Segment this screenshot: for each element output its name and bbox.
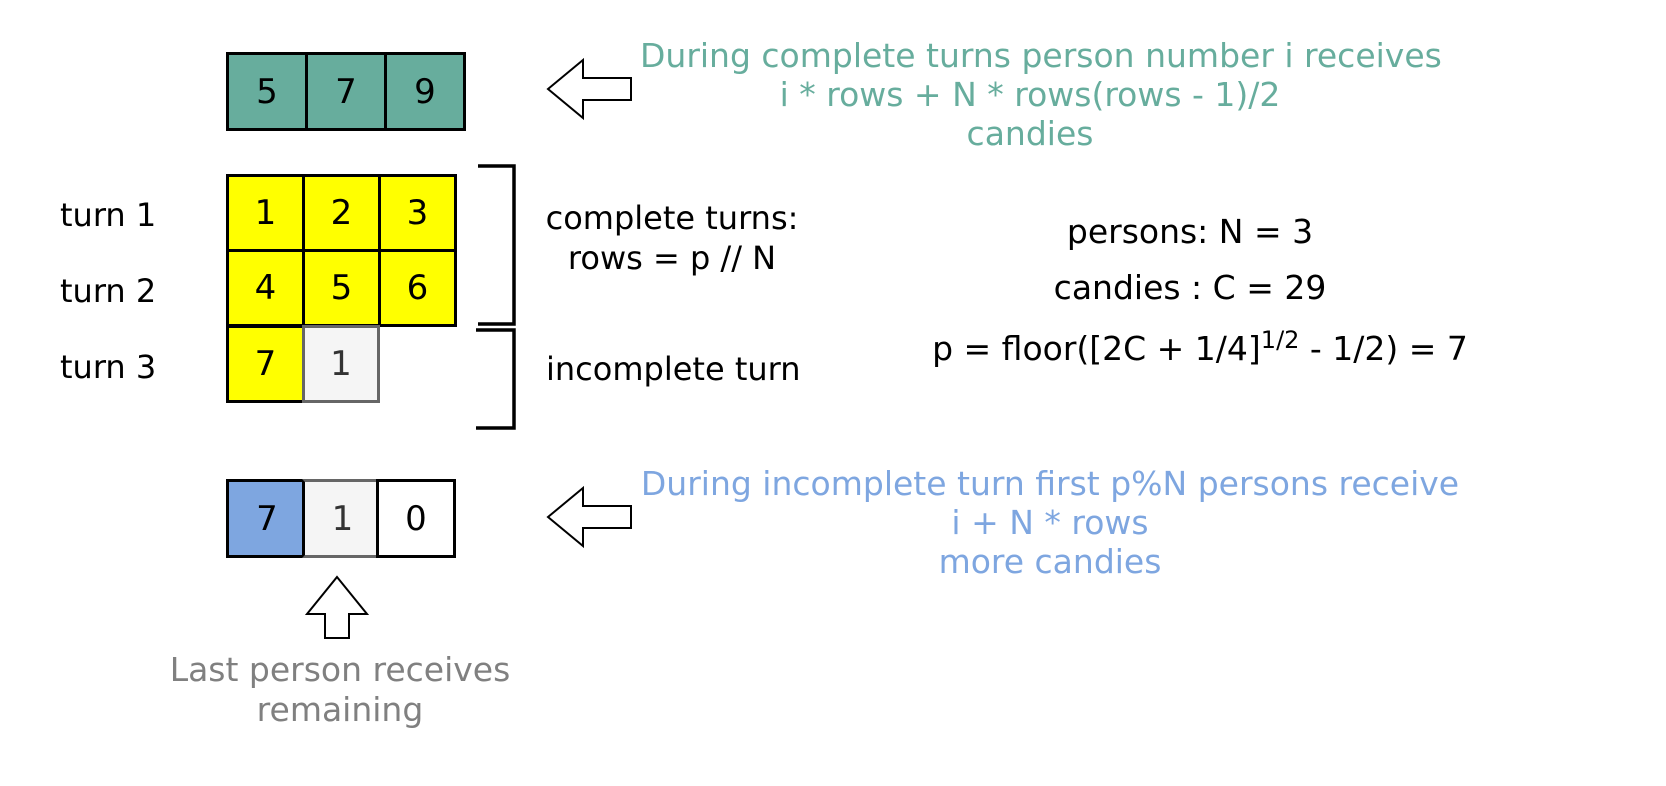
incomplete-note-line: During incomplete turn first p%N persons… <box>640 464 1460 503</box>
complete-totals-row: 5 7 9 <box>226 52 466 131</box>
last-person-line: Last person receives <box>169 650 511 689</box>
turn-label: turn 2 <box>60 272 157 310</box>
incomplete-total-cell: 7 <box>226 479 305 558</box>
candy-cell-remaining: 1 <box>302 325 380 403</box>
candy-cell: 1 <box>229 177 302 249</box>
last-person-note: Last person receives remaining <box>150 650 530 730</box>
p-formula-prefix: p = floor([2C + 1/4] <box>932 329 1261 368</box>
p-formula-suffix: - 1/2) = 7 <box>1299 329 1468 368</box>
candy-cell: 3 <box>381 177 454 249</box>
incomplete-turn-bracket <box>476 328 516 430</box>
candy-cell: 2 <box>305 177 378 249</box>
persons-param: persons: N = 3 <box>1066 212 1314 251</box>
candy-cell: 5 <box>305 252 378 324</box>
p-formula-exponent: 1/2 <box>1260 326 1300 354</box>
incomplete-note-line: more candies <box>938 542 1162 581</box>
complete-turns-label: complete turns: rows = p // N <box>532 198 812 278</box>
incomplete-turn-note: During incomplete turn first p%N persons… <box>640 464 1460 581</box>
turn-label: turn 1 <box>60 196 157 234</box>
candy-grid-complete: 1 2 3 4 5 6 <box>226 174 457 327</box>
complete-turns-line: rows = p // N <box>567 239 777 277</box>
complete-note-line: During complete turns person number i re… <box>640 36 1442 75</box>
incomplete-note-line: i + N * rows <box>951 503 1149 542</box>
complete-note-line: candies <box>966 114 1094 153</box>
up-arrow-icon <box>304 575 370 639</box>
incomplete-total-cell-remaining: 1 <box>302 479 380 558</box>
complete-turns-note: During complete turns person number i re… <box>640 36 1442 153</box>
candies-param: candies : C = 29 <box>1053 268 1327 307</box>
left-arrow-icon <box>546 57 632 121</box>
turn-label: turn 3 <box>60 348 157 386</box>
last-person-line: remaining <box>256 690 424 729</box>
candy-cell: 6 <box>381 252 454 324</box>
candy-cell: 7 <box>226 325 305 403</box>
complete-total-cell: 9 <box>387 55 463 128</box>
incomplete-turn-label: incomplete turn <box>546 350 801 388</box>
complete-total-cell: 7 <box>308 55 384 128</box>
left-arrow-icon <box>546 485 632 549</box>
p-formula: p = floor([2C + 1/4]1/2 - 1/2) = 7 <box>920 326 1480 368</box>
complete-turns-line: complete turns: <box>545 199 799 237</box>
incomplete-total-cell: 0 <box>376 479 456 558</box>
complete-total-cell: 5 <box>229 55 305 128</box>
candy-cell: 4 <box>229 252 302 324</box>
complete-note-line: i * rows + N * rows(rows - 1)/2 <box>779 75 1281 114</box>
complete-turns-bracket <box>478 164 516 326</box>
